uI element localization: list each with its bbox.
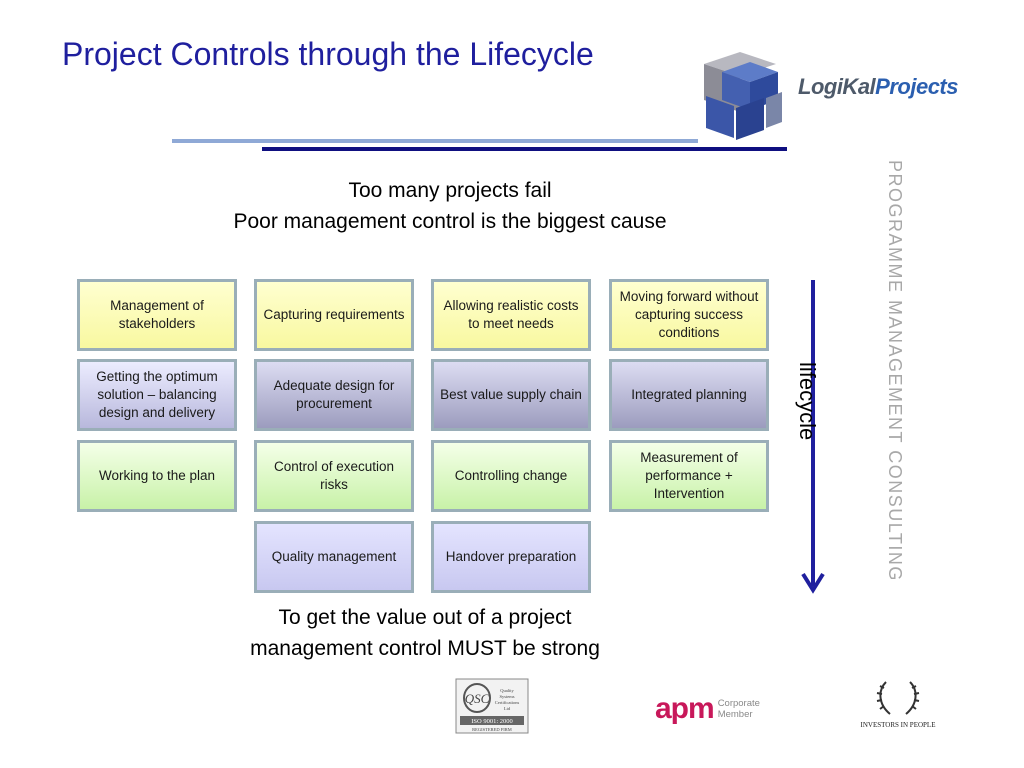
box-adequate-design: Adequate design for procurement	[254, 359, 414, 431]
brand-name-part1: LogiKal	[798, 74, 876, 99]
box-optimum-solution: Getting the optimum solution – balancing…	[77, 359, 237, 431]
box-measurement-performance: Measurement of performance + Interventio…	[609, 440, 769, 512]
lifecycle-down-arrow-icon	[801, 280, 825, 594]
logikal-brand-name: LogiKalProjects	[798, 74, 958, 100]
apm-wordmark: apm	[655, 692, 715, 725]
lifecycle-label: lifecycle	[795, 362, 820, 441]
apm-sub-line-1: Corporate	[717, 698, 760, 709]
logikal-cube-logo-icon	[704, 52, 782, 140]
svg-text:Systems: Systems	[499, 694, 514, 699]
box-best-value-supply-chain: Best value supply chain	[431, 359, 591, 431]
iso-standard-text: ISO 9001: 2000	[471, 718, 513, 725]
slide-title: Project Controls through the Lifecycle	[62, 36, 594, 72]
conclusion: To get the value out of a project manage…	[200, 602, 650, 664]
box-control-execution-risks: Control of execution risks	[254, 440, 414, 512]
box-controlling-change: Controlling change	[431, 440, 591, 512]
subtitle-line-2: Poor management control is the biggest c…	[233, 210, 667, 233]
box-quality-management: Quality management	[254, 521, 414, 593]
iso-registered-text: REGISTERED FIRM	[472, 727, 512, 732]
box-capturing-requirements: Capturing requirements	[254, 279, 414, 351]
apm-sub-line-2: Member	[717, 709, 753, 720]
box-management-of-stakeholders: Management of stakeholders	[77, 279, 237, 351]
title-underline-dark	[262, 147, 787, 151]
box-realistic-costs: Allowing realistic costs to meet needs	[431, 279, 591, 351]
conclusion-line-1: To get the value out of a project	[278, 606, 572, 629]
conclusion-line-2: management control MUST be strong	[250, 637, 600, 660]
box-integrated-planning: Integrated planning	[609, 359, 769, 431]
box-moving-forward: Moving forward without capturing success…	[609, 279, 769, 351]
svg-text:QSC: QSC	[465, 691, 490, 706]
iso-certification-logo-icon: QSC Quality Systems Certifications Ltd I…	[455, 678, 529, 734]
subtitle-line-1: Too many projects fail	[348, 179, 552, 202]
svg-text:Certifications: Certifications	[495, 700, 520, 705]
subtitle: Too many projects fail Poor management c…	[150, 175, 750, 237]
side-vertical-text: PROGRAMME MANAGEMENT CONSULTING	[885, 160, 905, 582]
brand-name-part2: Projects	[875, 74, 958, 99]
box-working-to-plan: Working to the plan	[77, 440, 237, 512]
svg-text:Quality: Quality	[500, 688, 514, 693]
svg-text:Ltd: Ltd	[504, 706, 511, 711]
investors-in-people-text: INVESTORS IN PEOPLE	[860, 721, 936, 729]
investors-in-people-laurel-icon	[876, 681, 920, 715]
title-underline-light	[172, 139, 698, 143]
box-handover-preparation: Handover preparation	[431, 521, 591, 593]
